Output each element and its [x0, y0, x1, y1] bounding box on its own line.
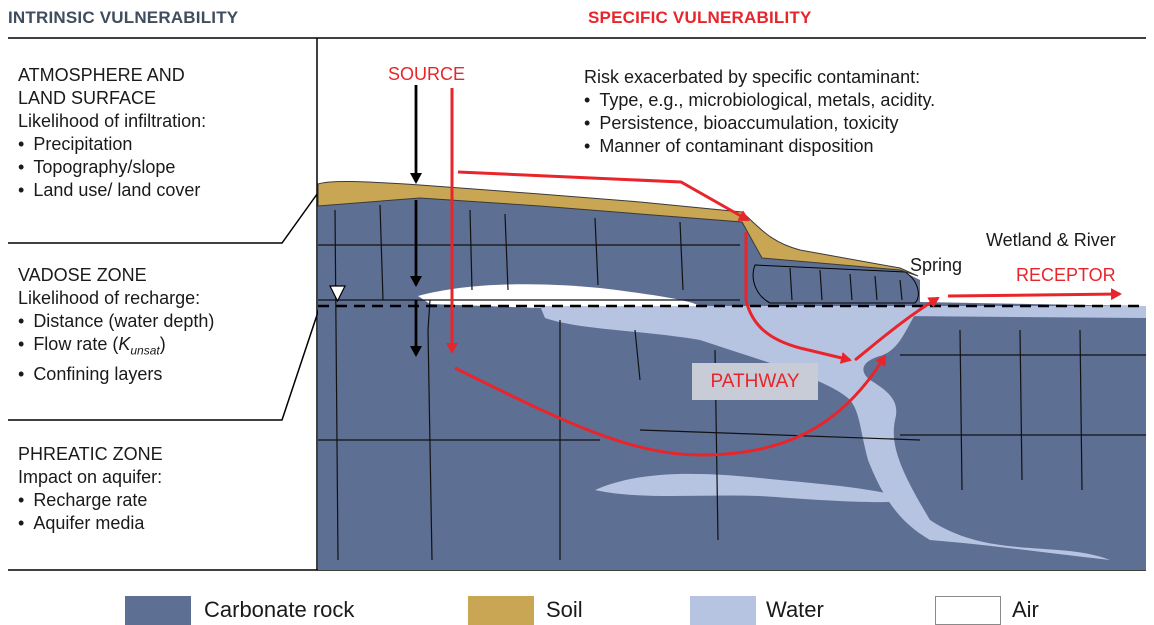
- water-conduit-upper: [540, 306, 1110, 560]
- panel-vadose: VADOSE ZONE Likelihood of recharge: Dist…: [18, 264, 214, 386]
- atmosphere-title-1: ATMOSPHERE AND: [18, 65, 185, 85]
- water-pocket-lower-left: [630, 480, 720, 493]
- phreatic-title: PHREATIC ZONE: [18, 444, 163, 464]
- water-table-marker-icon: [329, 285, 346, 303]
- spring-label: Spring: [910, 255, 963, 275]
- phreatic-bullet: Recharge rate: [18, 489, 163, 512]
- source-label: SOURCE: [388, 64, 466, 84]
- leader-line-watertable: [8, 305, 321, 421]
- header-intrinsic: INTRINSIC VULNERABILITY: [8, 8, 239, 27]
- panel-atmosphere: ATMOSPHERE AND LAND SURFACE Likelihood o…: [18, 64, 206, 202]
- flow-rate-text: Flow rate (: [33, 334, 119, 354]
- atmosphere-subtitle: Likelihood of infiltration:: [18, 111, 207, 131]
- vadose-bullet: Distance (water depth): [18, 310, 214, 333]
- legend-swatch-soil: [468, 596, 534, 625]
- k-symbol: K: [118, 334, 131, 354]
- spring-to-receptor-arrow: [947, 288, 1122, 301]
- legend-label-air: Air: [1012, 597, 1039, 622]
- wetland-label: Wetland & River: [986, 230, 1116, 250]
- vadose-bullet-flow: Flow rate (Kunsat): [18, 333, 214, 363]
- soil-to-conduit-arrow: [744, 232, 852, 364]
- legend-swatch-rock: [125, 596, 191, 625]
- vadose-bullet: Confining layers: [18, 363, 214, 386]
- flow-rate-close: ): [159, 334, 166, 354]
- phreatic-bullet: Aquifer media: [18, 512, 163, 535]
- soil-layer: [317, 180, 919, 277]
- pathway-label: PATHWAY: [692, 363, 818, 400]
- k-subscript: unsat: [130, 343, 160, 358]
- panel-phreatic: PHREATIC ZONE Impact on aquifer: Recharg…: [18, 443, 163, 535]
- risk-bullet: Type, e.g., microbiological, metals, aci…: [584, 89, 935, 112]
- leader-line-surface: [8, 189, 321, 244]
- header-specific: SPECIFIC VULNERABILITY: [588, 8, 812, 27]
- legend-swatch-water: [690, 596, 756, 625]
- legend-label-soil: Soil: [546, 597, 583, 622]
- phreatic-subtitle: Impact on aquifer:: [18, 467, 163, 487]
- receptor-label: RECEPTOR: [1016, 265, 1116, 285]
- risk-bullet: Manner of contaminant disposition: [584, 135, 935, 158]
- risk-title: Risk exacerbated by specific contaminant…: [584, 67, 921, 87]
- legend: Carbonate rock Soil Water Air: [0, 596, 1154, 625]
- risk-list: Risk exacerbated by specific contaminant…: [584, 66, 935, 158]
- risk-bullet: Persistence, bioaccumulation, toxicity: [584, 112, 935, 135]
- conduit-to-spring-arrow: [854, 296, 940, 362]
- air-gap: [418, 284, 700, 308]
- legend-swatch-air: [935, 596, 1001, 625]
- legend-label-rock: Carbonate rock: [204, 597, 355, 622]
- vadose-title: VADOSE ZONE: [18, 265, 147, 285]
- atmosphere-bullet: Topography/slope: [18, 156, 206, 179]
- vadose-subtitle: Likelihood of recharge:: [18, 288, 201, 308]
- legend-label-water: Water: [766, 597, 824, 622]
- fractures: [318, 204, 1146, 561]
- deep-pathway-arrow: [454, 354, 887, 457]
- atmosphere-title-2: LAND SURFACE: [18, 88, 157, 108]
- contaminant-pathways: [446, 88, 1122, 457]
- atmosphere-bullet: Land use/ land cover: [18, 179, 206, 202]
- surface-runoff-arrow: [457, 170, 750, 222]
- water-channel-spring: [900, 306, 1146, 318]
- atmosphere-bullet: Precipitation: [18, 133, 206, 156]
